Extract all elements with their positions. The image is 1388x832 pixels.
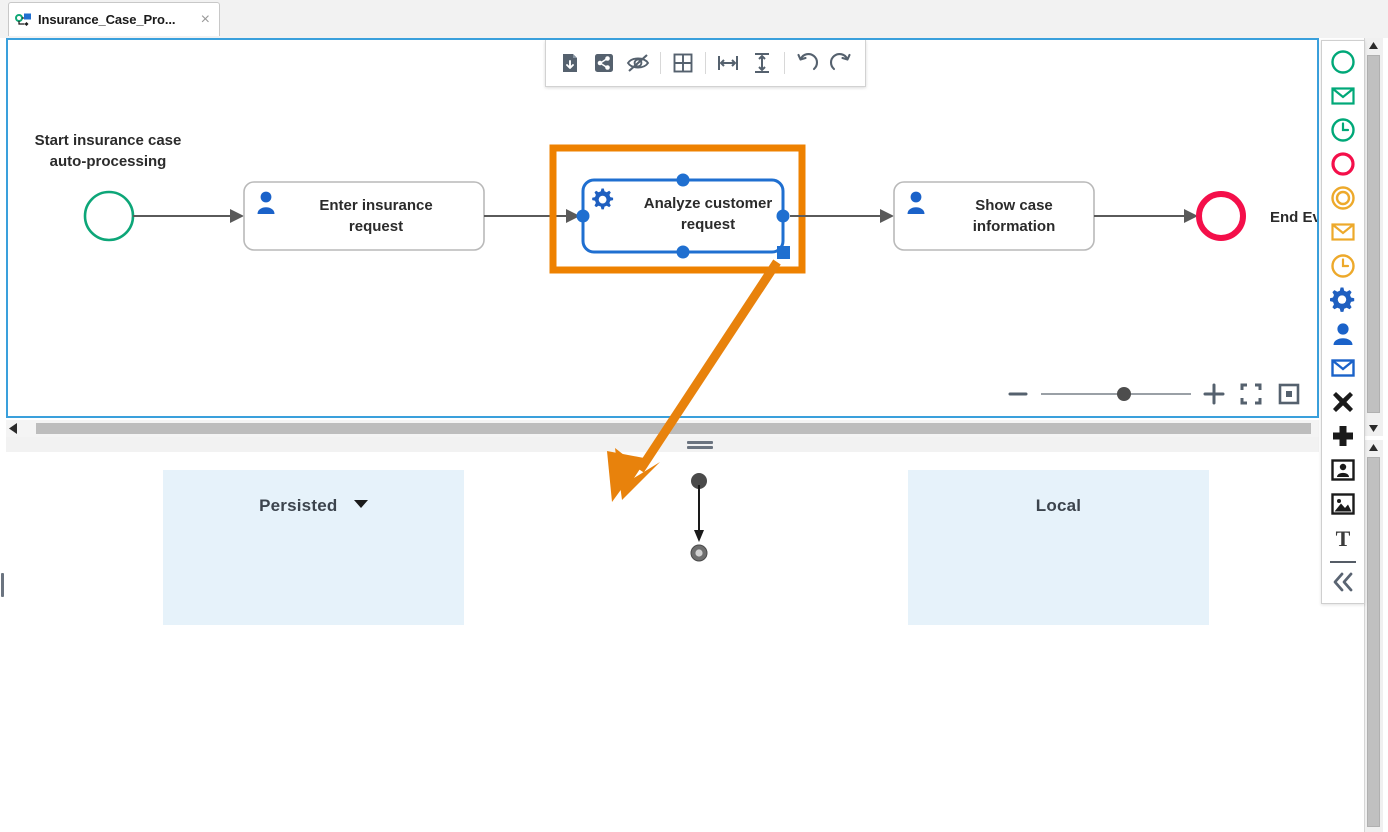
- start-event-icon[interactable]: [1325, 45, 1361, 79]
- intermediate-event-icon[interactable]: [1325, 181, 1361, 215]
- bpmn-diagram[interactable]: Start insurance case auto-processing Ent…: [8, 40, 1317, 416]
- sequence-flow-2-arrow: [566, 209, 580, 223]
- toolbar-divider: [784, 52, 785, 74]
- diagram-toolbar: [545, 40, 866, 87]
- message-start-event-icon[interactable]: [1325, 79, 1361, 113]
- start-event-label-line2: auto-processing: [50, 153, 167, 170]
- download-file-icon[interactable]: [554, 47, 586, 79]
- persisted-label-row[interactable]: Persisted: [259, 496, 368, 625]
- exclusive-gateway-icon[interactable]: [1325, 385, 1361, 419]
- canvas-horizontal-scrollbar[interactable]: [6, 420, 1319, 437]
- tab-title: Insurance_Case_Pro...: [38, 12, 176, 27]
- sequence-flow-4-arrow: [1184, 209, 1198, 223]
- timer-start-event-icon[interactable]: [1325, 113, 1361, 147]
- zoom-slider[interactable]: [1041, 384, 1191, 404]
- zoom-in-button[interactable]: [1201, 381, 1227, 407]
- parallel-gateway-icon[interactable]: [1325, 419, 1361, 453]
- service-task-gear-icon: [592, 188, 614, 210]
- actual-size-button[interactable]: [1275, 380, 1303, 408]
- task-label-line1: Analyze customer: [644, 195, 773, 212]
- image-icon[interactable]: [1325, 487, 1361, 521]
- user-task-icon[interactable]: [1325, 317, 1361, 351]
- timer-intermediate-event-icon[interactable]: [1325, 249, 1361, 283]
- chevron-down-icon[interactable]: [353, 499, 368, 509]
- share-icon[interactable]: [588, 47, 620, 79]
- zoom-out-button[interactable]: [1005, 381, 1031, 407]
- end-event-node[interactable]: [1196, 191, 1246, 241]
- align-horizontal-icon[interactable]: [712, 47, 744, 79]
- message-intermediate-event-icon[interactable]: [1325, 215, 1361, 249]
- grid-icon[interactable]: [667, 47, 699, 79]
- palette-divider: [1330, 561, 1356, 563]
- zoom-slider-knob[interactable]: [1116, 387, 1131, 401]
- pool-lane-icon[interactable]: [1325, 453, 1361, 487]
- user-task-icon: [907, 191, 925, 214]
- toolbar-divider: [660, 52, 661, 74]
- scrollbar-thumb[interactable]: [1367, 55, 1380, 413]
- diagram-canvas[interactable]: Start insurance case auto-processing Ent…: [8, 40, 1317, 416]
- task-label-line2: request: [681, 216, 735, 233]
- bpmn-diagram-icon: [15, 11, 33, 29]
- properties-vertical-scrollbar[interactable]: [1364, 440, 1383, 832]
- bpmn-element-palette: T: [1321, 40, 1365, 604]
- text-annotation-icon[interactable]: T: [1325, 521, 1361, 555]
- toolbar-divider: [705, 52, 706, 74]
- task-show-case-information[interactable]: Show case information: [893, 181, 1095, 251]
- undo-icon[interactable]: [791, 47, 823, 79]
- splitter-grip: [687, 441, 713, 444]
- mini-sequence-flow[interactable]: [678, 470, 722, 580]
- task-label-line1: Enter insurance: [319, 197, 432, 214]
- task-analyze-customer-request[interactable]: Analyze customer request: [576, 173, 791, 260]
- canvas-vertical-scrollbar[interactable]: [1364, 38, 1383, 436]
- scroll-up-icon[interactable]: [1365, 38, 1382, 53]
- user-task-icon: [257, 191, 275, 214]
- start-event-label-line1: Start insurance case: [35, 132, 182, 149]
- end-event-icon[interactable]: [1325, 147, 1361, 181]
- sequence-flow-3-arrow: [880, 209, 894, 223]
- scroll-down-icon[interactable]: [1365, 421, 1382, 436]
- zoom-slider-track: [1041, 393, 1191, 395]
- end-event-label: End Ev: [1270, 209, 1317, 226]
- task-label-line2: request: [349, 218, 403, 235]
- selection-handle-top[interactable]: [676, 173, 690, 187]
- scrollbar-thumb[interactable]: [36, 423, 1311, 434]
- tab-insurance-case-process[interactable]: Insurance_Case_Pro... ×: [8, 2, 220, 36]
- properties-panel: Persisted Local: [6, 452, 1319, 826]
- splitter-grip: [687, 446, 713, 449]
- task-label-line2: information: [973, 218, 1056, 235]
- local-label: Local: [1035, 496, 1082, 515]
- task-enter-insurance-request[interactable]: Enter insurance request: [243, 181, 485, 251]
- selection-handle-resize[interactable]: [777, 246, 790, 259]
- sequence-flow-1-arrow: [230, 209, 244, 223]
- close-icon[interactable]: ×: [200, 10, 210, 28]
- fit-to-screen-button[interactable]: [1237, 380, 1265, 408]
- collapse-palette-icon[interactable]: [1325, 565, 1361, 599]
- scroll-left-icon[interactable]: [9, 423, 17, 434]
- local-label-row: Local: [1036, 496, 1081, 625]
- align-vertical-icon[interactable]: [746, 47, 778, 79]
- scroll-up-icon[interactable]: [1365, 440, 1382, 455]
- persisted-section[interactable]: Persisted: [163, 470, 464, 625]
- redo-icon[interactable]: [825, 47, 857, 79]
- splitter-grip: [1, 573, 4, 597]
- start-event-node[interactable]: [83, 190, 135, 242]
- tab-bar: Insurance_Case_Pro... ×: [0, 0, 1388, 38]
- selection-handle-right[interactable]: [776, 209, 790, 223]
- task-label-line1: Show case: [975, 197, 1053, 214]
- svg-text:T: T: [1336, 526, 1351, 551]
- service-task-icon[interactable]: [1325, 283, 1361, 317]
- local-section[interactable]: Local: [908, 470, 1209, 625]
- selection-handle-bottom[interactable]: [676, 245, 690, 259]
- send-task-icon[interactable]: [1325, 351, 1361, 385]
- selection-handle-left[interactable]: [576, 209, 590, 223]
- panel-splitter-horizontal[interactable]: [6, 437, 1319, 452]
- scrollbar-thumb[interactable]: [1367, 457, 1380, 827]
- persisted-label: Persisted: [259, 496, 338, 515]
- eye-slash-icon[interactable]: [622, 47, 654, 79]
- diagram-canvas-container[interactable]: Start insurance case auto-processing Ent…: [6, 38, 1319, 418]
- zoom-controls: [1005, 380, 1303, 408]
